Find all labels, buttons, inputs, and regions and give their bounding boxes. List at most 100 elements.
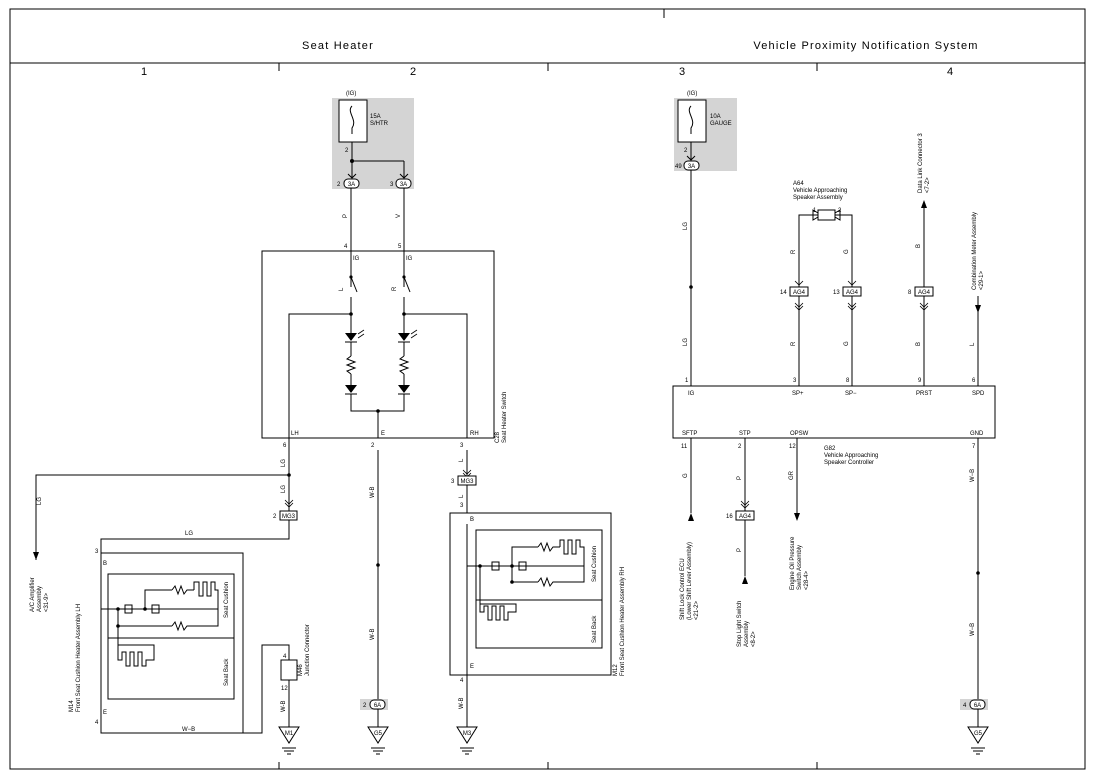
wire-color-wb-gnd-2: W−B — [970, 623, 976, 636]
switch-pin-2: 2 — [371, 443, 375, 449]
heater-rh-pin-4: 4 — [460, 678, 464, 684]
ag4-label-16: AG4 — [739, 514, 752, 520]
switch-terminal-rh: RH — [470, 431, 479, 437]
wire-color-gr: GR — [789, 470, 795, 480]
fuse-15a — [338, 99, 368, 143]
heater-rh-inner — [475, 529, 603, 649]
column-number-2: 2 — [410, 66, 416, 78]
section-title-seat-heater: Seat Heater — [302, 40, 374, 52]
ctrl-label-ig: IG — [688, 391, 695, 397]
heater-lh-pin-4: 4 — [95, 720, 99, 726]
wire-color-lg-4: LG — [185, 531, 193, 537]
wire-color-wb-lh: W−B — [182, 727, 195, 733]
wire-color-p: P — [343, 214, 349, 218]
stop-light-name: Stop Light SwitchAssembly<8-2> — [737, 601, 757, 647]
heater-lh-inner — [107, 573, 235, 700]
wire-color-g-1: G — [844, 249, 850, 254]
jb-3a-right-pin: 3 — [390, 182, 394, 188]
heater-assembly-rh — [449, 512, 612, 676]
ground-g5-sh-label: G5 — [374, 731, 383, 737]
ig-label-sh: (IG) — [346, 91, 356, 97]
junction-pin-4: 4 — [283, 654, 287, 660]
jb-6a-vpns-label: 6A — [974, 703, 981, 709]
switch-label-l: L — [339, 287, 345, 291]
ctrl-pin-top-9: 9 — [918, 378, 922, 384]
wire-color-l-vpns: L — [970, 342, 976, 346]
heater-rh-name: M12Front Seat Cushion Heater Assembly RH — [613, 567, 626, 676]
diode-l — [345, 385, 357, 393]
ig-label-vpns: (IG) — [687, 91, 697, 97]
switch-pin-4: 4 — [344, 244, 348, 250]
ctrl-label-opsw: OPSW — [790, 431, 809, 437]
mg3-pin-2: 2 — [273, 514, 277, 520]
ctrl-label-sp-minus: SP− — [845, 391, 857, 397]
indicator-led-r — [398, 314, 418, 356]
junction-connector-m46 — [280, 659, 298, 681]
wire-color-wb-m1: W-B — [281, 700, 287, 712]
junction-pin-12: 12 — [281, 686, 288, 692]
indicator-led-l — [345, 314, 365, 356]
section-title-vpns: Vehicle Proximity Notification System — [753, 40, 978, 52]
jb-3a-right-label: 3A — [400, 182, 407, 188]
wire-color-wb-e2: W-B — [370, 628, 376, 640]
ctrl-label-sftp: SFTP — [682, 431, 697, 437]
ac-amplifier-label: A/C AmplifierAssembly<31-9> — [30, 577, 50, 612]
ground-m1 — [278, 726, 300, 744]
ctrl-label-prst: PRST — [916, 391, 932, 397]
speaker-pin-1: 1 — [813, 208, 817, 214]
heater-lh-pin-3: 3 — [95, 549, 99, 555]
switch-terminal-lh: LH — [291, 431, 299, 437]
ag4-pin-8: 8 — [908, 290, 912, 296]
jb-6a-vpns-pin: 4 — [963, 703, 967, 709]
fuse-15a-name: S/HTR — [370, 121, 389, 127]
switch-terminal-e: E — [381, 431, 385, 437]
ag4-label-8: AG4 — [918, 290, 931, 296]
ctrl-label-sp-plus: SP+ — [792, 391, 804, 397]
switch-ig-r: IG — [406, 256, 413, 262]
fuse-15a-icon — [349, 105, 355, 134]
ctrl-label-spd: SPD — [972, 391, 985, 397]
fuse-10a-name: GAUGE — [710, 121, 732, 127]
shift-lock-name: Shift Lock Control ECU(Lower Shift Lever… — [680, 542, 700, 620]
ctrl-pin-bot-2: 2 — [738, 444, 742, 450]
speaker-assembly — [817, 209, 836, 221]
fuse-15a-pin: 2 — [345, 148, 349, 154]
switch-name-line1: C28Seat Heater Switch — [495, 392, 508, 443]
wire-color-lg-3: LG — [37, 497, 43, 505]
wire-color-wb-e: W-B — [370, 486, 376, 498]
ag4-pin-13: 13 — [833, 290, 840, 296]
wire-color-b-2: B — [916, 342, 922, 346]
resistor-r — [398, 355, 410, 375]
switch-contact-l — [350, 276, 358, 293]
switch-contact-r — [403, 276, 411, 293]
mg3-pin-3: 3 — [451, 479, 455, 485]
diagram-frame — [9, 8, 1086, 770]
fuse-10a-icon — [688, 105, 694, 134]
jb-3a-vpns-label: 3A — [688, 164, 695, 170]
combo-meter-name: Combination Meter Assembly<29-1> — [972, 212, 985, 290]
wire-color-l-2: L — [459, 494, 465, 498]
wire-color-g-sftp: G — [683, 473, 689, 478]
diode-r — [398, 385, 410, 393]
column-number-3: 3 — [679, 66, 685, 78]
mg3-label-lh: MG3 — [282, 514, 296, 520]
ag4-label-13: AG4 — [846, 290, 859, 296]
jb-3a-left-pin: 2 — [337, 182, 341, 188]
heater-rh-b: B — [470, 517, 474, 523]
ground-m3 — [456, 726, 478, 744]
heater-lh-name: M14Front Seat Cushion Heater Assembly LH — [69, 604, 82, 712]
heater-assembly-lh — [100, 552, 244, 734]
ctrl-pin-top-6: 6 — [972, 378, 976, 384]
heater-rh-e: E — [470, 664, 474, 670]
ctrl-pin-bot-11: 11 — [681, 444, 688, 450]
switch-label-r: R — [392, 286, 398, 291]
column-number-4: 4 — [947, 66, 953, 78]
switch-ig-l: IG — [353, 256, 360, 262]
wire-color-lg-vpns-2: LG — [683, 338, 689, 346]
wire-color-v: V — [396, 214, 402, 218]
heater-rh-seat-cushion: Seat Cushion — [592, 546, 598, 582]
wire-color-p-stp-1: P — [737, 476, 743, 480]
ctrl-label-stp: STP — [739, 431, 751, 437]
ctrl-pin-top-1: 1 — [685, 378, 689, 384]
